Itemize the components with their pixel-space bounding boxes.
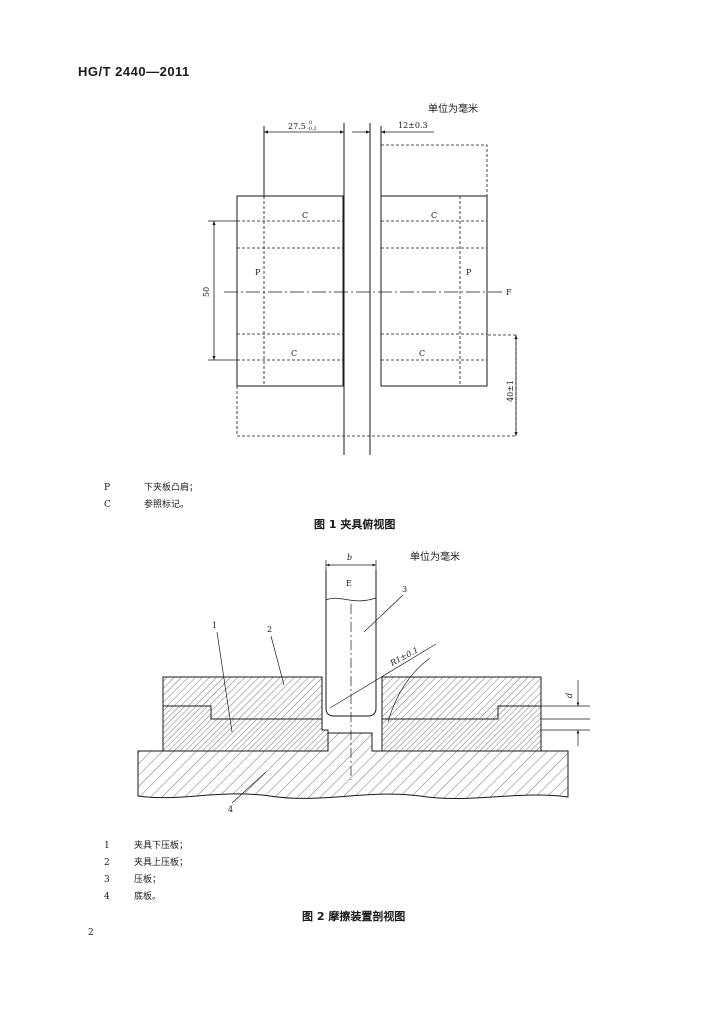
figure1-drawing: 27.5 0 -0.2 12±0.3 50 40±1 C C P P C C F [202, 120, 518, 455]
dim-offset: 40±1 [506, 380, 515, 402]
label-p-right: P [466, 268, 472, 277]
label-c-left-bottom: C [291, 349, 297, 358]
label-c-right-bottom: C [419, 349, 425, 358]
label-f: F [506, 288, 512, 297]
dim-tol-upper: 0 [309, 120, 312, 126]
label-1: 1 [212, 621, 217, 630]
label-3: 3 [402, 585, 407, 594]
label-d: d [565, 693, 574, 698]
figure2-caption: 图 2 摩擦装置剖视图 [302, 910, 406, 923]
standard-number: HG/T 2440—2011 [78, 64, 190, 79]
dim-gap: 12±0.3 [398, 121, 428, 130]
label-c-right-top: C [431, 211, 437, 220]
dim-tol-lower: -0.2 [307, 126, 317, 132]
left-plate [236, 195, 344, 387]
label-e: E [346, 579, 352, 588]
label-b: b [347, 553, 352, 562]
dim-height: 50 [202, 287, 211, 297]
label-2: 2 [267, 625, 272, 634]
right-upper-clamp [381, 676, 542, 720]
page-number: 2 [88, 928, 94, 938]
figure1-unit-note: 单位为毫米 [428, 104, 478, 115]
figure2-unit-note: 单位为毫米 [410, 552, 460, 563]
left-upper-clamp [162, 676, 323, 720]
label-c-left-top: C [302, 211, 308, 220]
base-plate [137, 732, 569, 800]
label-p-left: P [255, 268, 261, 277]
right-plate [380, 195, 488, 387]
figure2-drawing: b E 1 2 3 4 R1±0.1 d [137, 553, 590, 814]
dim-width-a: 27.5 [288, 122, 306, 131]
figure1-caption: 图 1 夹具俯视图 [314, 518, 396, 531]
label-4: 4 [228, 805, 233, 814]
